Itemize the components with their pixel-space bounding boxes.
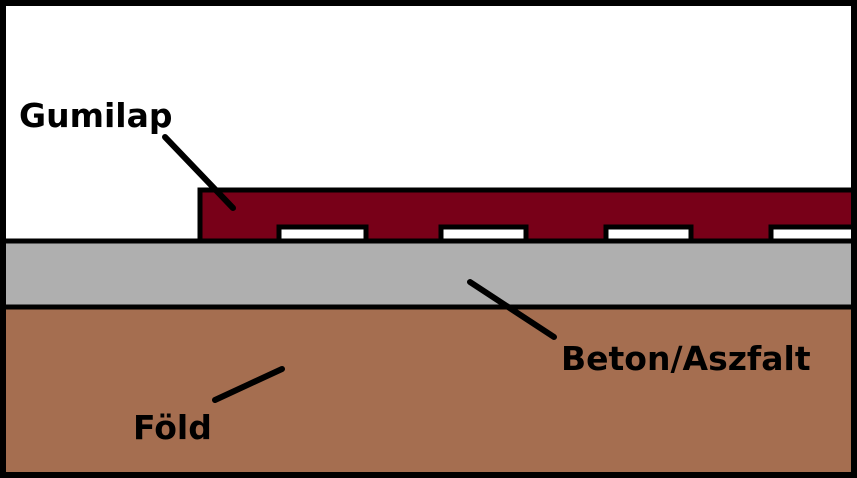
concrete-asphalt-leader-line (467, 279, 557, 340)
soil-layer (0, 304, 857, 478)
concrete-asphalt-layer (0, 238, 857, 310)
soil-leader-line (212, 366, 285, 403)
rubber-mat-leader-line (162, 134, 236, 211)
concrete-asphalt-label: Beton/Aszfalt (561, 339, 811, 378)
rubber-mat-label: Gumilap (19, 96, 172, 135)
soil-label: Föld (133, 408, 212, 447)
